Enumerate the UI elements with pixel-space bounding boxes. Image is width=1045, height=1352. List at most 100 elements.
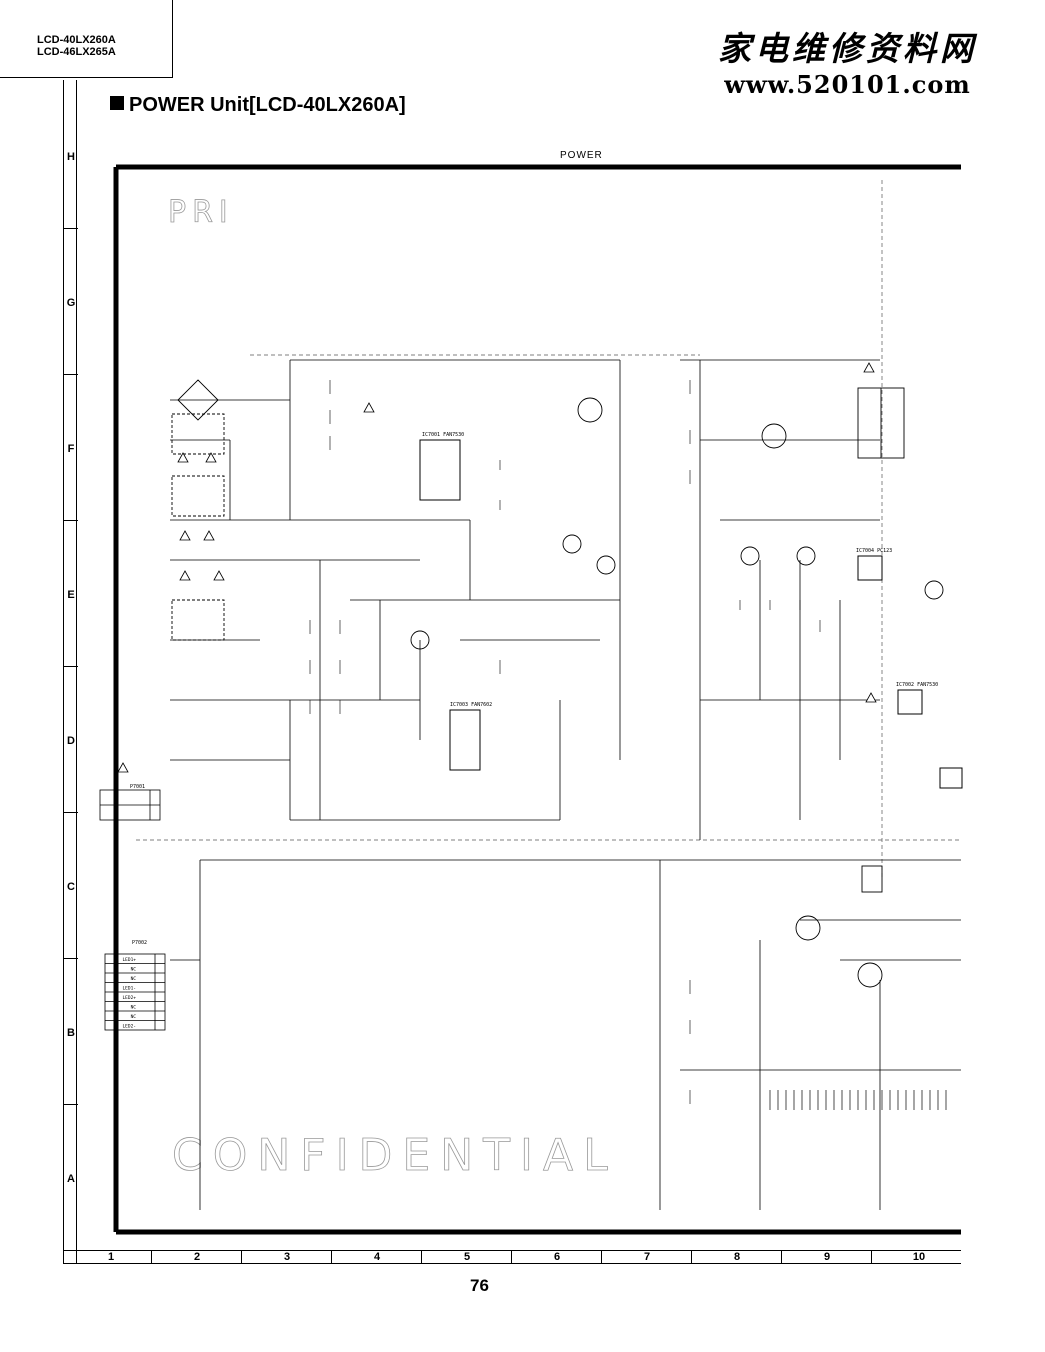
transistor-q7004 xyxy=(796,546,816,566)
column-divider xyxy=(691,1251,692,1264)
ic7002-label: IC7002 FAN7530 xyxy=(896,682,938,688)
row-divider xyxy=(64,374,78,375)
pri-label: PRI xyxy=(168,195,234,230)
column-label-3: 3 xyxy=(283,1251,291,1263)
pin-label: LED1- xyxy=(122,986,136,992)
warning-icon xyxy=(117,762,129,773)
transistor-q7005 xyxy=(562,534,582,554)
warning-icon xyxy=(363,402,375,413)
warning-icon xyxy=(205,452,217,463)
warning-icon xyxy=(213,570,225,581)
resistor-array xyxy=(769,1090,947,1110)
column-label-2: 2 xyxy=(193,1251,201,1263)
column-divider xyxy=(241,1251,242,1264)
warning-icon xyxy=(863,362,875,373)
model-2: LCD-46LX265A xyxy=(37,46,116,58)
row-label-g: G xyxy=(66,297,76,309)
row-label-d: D xyxy=(67,735,75,747)
row-divider xyxy=(64,812,78,813)
ic7003 xyxy=(449,709,481,771)
connector-p7002-label: P7002 xyxy=(132,940,147,946)
ic7001 xyxy=(419,439,461,501)
row-label-h: H xyxy=(67,151,75,163)
pin-label: LED2+ xyxy=(122,995,136,1001)
warning-icon xyxy=(179,530,191,541)
components xyxy=(309,380,821,1104)
row-divider xyxy=(64,666,78,667)
model-1: LCD-40LX260A xyxy=(37,34,116,46)
inductor-l7010 xyxy=(861,865,883,893)
transistor-q7001 xyxy=(740,546,760,566)
wiring xyxy=(170,359,961,1210)
ic7004 xyxy=(857,555,883,581)
pin-label: NC xyxy=(131,967,137,973)
row-divider xyxy=(64,520,78,521)
page-title-text: POWER Unit[LCD-40LX260A] xyxy=(129,94,406,116)
row-label-f: F xyxy=(67,443,75,455)
row-label-b: B xyxy=(67,1027,75,1039)
watermark: 家电维修资料网 www.520101.com xyxy=(705,22,990,99)
transistor-q7007 xyxy=(924,580,944,600)
column-label-1: 1 xyxy=(107,1251,115,1263)
warning-icon xyxy=(179,570,191,581)
ic-right-edge xyxy=(939,767,963,789)
transistor-q7002 xyxy=(577,397,603,423)
ic-blocks xyxy=(419,439,963,789)
row-label-a: A xyxy=(67,1173,75,1185)
column-label-9: 9 xyxy=(823,1251,831,1263)
column-label-6: 6 xyxy=(553,1251,561,1263)
column-ruler: 1 2 3 4 5 6 7 8 9 10 xyxy=(63,1250,961,1264)
warning-icons xyxy=(117,362,877,773)
transistor-q7006 xyxy=(596,555,616,575)
column-divider xyxy=(511,1251,512,1264)
column-label-4: 4 xyxy=(373,1251,381,1263)
warning-icon xyxy=(177,452,189,463)
column-label-8: 8 xyxy=(733,1251,741,1263)
column-label-10: 10 xyxy=(912,1251,926,1263)
connector-p7001 xyxy=(99,789,161,821)
ic7002 xyxy=(897,689,923,715)
ic7003-label: IC7003 FAN7602 xyxy=(450,702,492,708)
transistor-q7003 xyxy=(761,423,787,449)
ic7001-label: IC7001 FAN7530 xyxy=(422,432,464,438)
column-divider xyxy=(151,1251,152,1264)
transistors xyxy=(410,397,944,988)
column-divider xyxy=(421,1251,422,1264)
warning-icon xyxy=(865,692,877,703)
watermark-cn: 家电维修资料网 xyxy=(718,29,977,68)
pin-label: NC xyxy=(131,1014,137,1020)
bridge-rectifier xyxy=(171,379,225,641)
row-label-e: E xyxy=(67,589,75,601)
transformers xyxy=(857,387,905,893)
warning-icon xyxy=(203,530,215,541)
transistor-q7041 xyxy=(795,915,821,941)
watermark-url: www.520101.com xyxy=(724,70,971,99)
row-divider xyxy=(64,1104,78,1105)
row-divider xyxy=(64,228,78,229)
model-box: LCD-40LX260A LCD-46LX265A xyxy=(0,0,173,78)
page-number: 76 xyxy=(470,1276,489,1295)
pin-label: NC xyxy=(131,976,137,982)
column-label-7: 7 xyxy=(643,1251,651,1263)
column-divider xyxy=(331,1251,332,1264)
sheet-label: POWER xyxy=(560,150,603,161)
row-ruler: H G F E D C B A xyxy=(63,80,78,1264)
confidential-label: CONFIDENTIAL xyxy=(172,1130,618,1181)
connector-p7002 xyxy=(104,953,166,1031)
pin-label: LED2- xyxy=(122,1024,136,1030)
pin-label: LED1+ xyxy=(122,957,136,963)
column-label-5: 5 xyxy=(463,1251,471,1263)
connector-p7001-label: P7001 xyxy=(130,784,145,790)
transistor-q7040 xyxy=(857,962,883,988)
pin-label: NC xyxy=(131,1005,137,1011)
row-label-c: C xyxy=(67,881,75,893)
row-divider xyxy=(64,958,78,959)
square-bullet-icon xyxy=(110,96,124,110)
column-divider xyxy=(871,1251,872,1264)
schematic-frame xyxy=(113,164,961,1235)
column-divider xyxy=(781,1251,782,1264)
column-divider xyxy=(601,1251,602,1264)
transistor-q7008 xyxy=(410,630,430,650)
page-title: POWER Unit[LCD-40LX260A] xyxy=(110,94,406,117)
